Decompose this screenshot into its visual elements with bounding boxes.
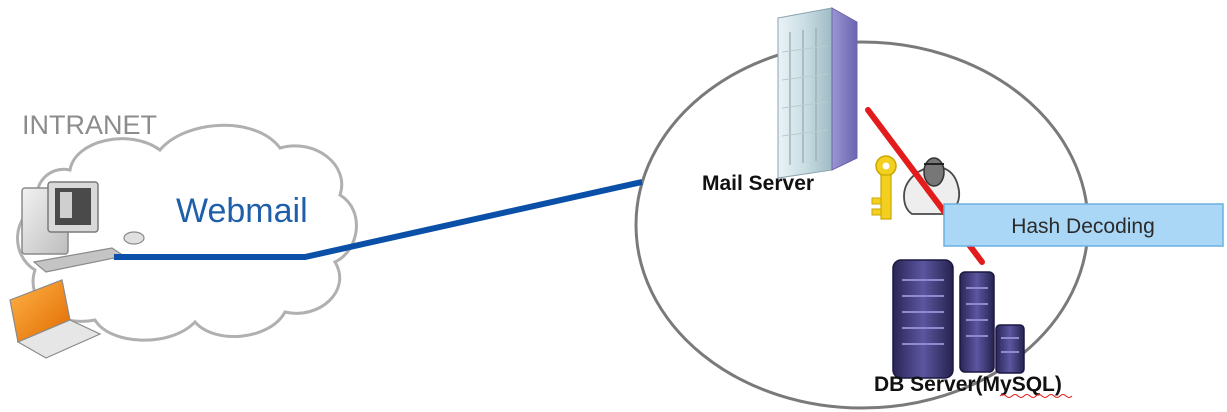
tower-server-icon xyxy=(777,7,858,179)
desktop-computer-icon xyxy=(21,181,145,273)
webmail-connection-line xyxy=(114,179,643,260)
db-server-label: DB Server(MySQL) xyxy=(874,373,1062,396)
spellcheck-underline xyxy=(999,394,1073,398)
mail-server-label: Mail Server xyxy=(702,172,814,195)
intranet-label: INTRANET xyxy=(22,110,157,140)
server-rack-icon xyxy=(892,259,1025,379)
webmail-label: Webmail xyxy=(176,192,308,230)
laptop-icon xyxy=(9,279,102,359)
hash-decoding-label: Hash Decoding xyxy=(1011,215,1155,238)
key-icon xyxy=(871,155,897,220)
intranet-cloud xyxy=(16,123,358,342)
hash-decoding-box: Hash Decoding xyxy=(943,203,1224,247)
